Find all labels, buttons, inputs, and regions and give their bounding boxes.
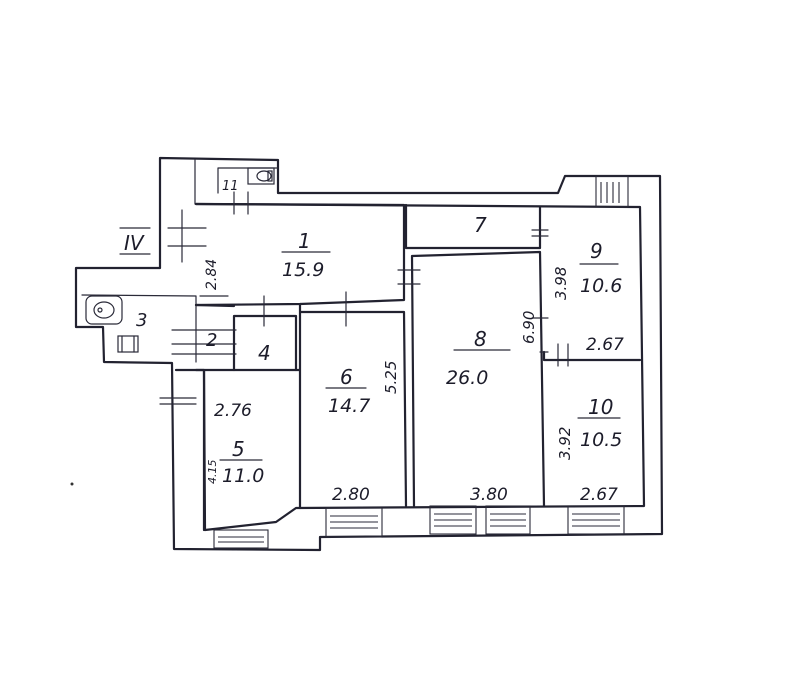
area-fraction-bars	[219, 251, 621, 461]
window-bottom-room-8-right	[485, 505, 531, 535]
dimension-room10-depth: 3.92	[556, 427, 574, 460]
room-number-5: 5	[232, 437, 245, 461]
dimension-room8-width: 3.80	[470, 485, 508, 505]
dimension-room8-depth: 6.90	[520, 311, 538, 344]
room-number-11: 11	[222, 179, 239, 194]
dimension-room10-width: 2.67	[580, 485, 618, 505]
room-number-2: 2	[206, 330, 217, 351]
room-7-walls	[404, 203, 542, 250]
window-bottom-room-5	[213, 529, 269, 549]
window-top-right	[595, 175, 629, 208]
dimension-room6-width: 2.80	[332, 485, 370, 505]
room-8-walls	[410, 250, 546, 508]
room-numbers: 1 2 3 4 5 6 7 8 9 10 11	[136, 179, 613, 461]
room-number-7: 7	[474, 213, 487, 237]
room-area-10: 10.5	[580, 429, 622, 451]
window-bottom-room-6	[325, 507, 383, 538]
bath-fixture	[85, 295, 139, 353]
room-area-6: 14.7	[328, 395, 370, 417]
dimension-room9-width: 2.67	[586, 335, 624, 355]
room-1-walls	[194, 202, 406, 307]
floor-marker: IV	[124, 231, 145, 255]
door-ticks	[159, 191, 569, 405]
room-number-1: 1	[298, 229, 311, 253]
windows	[213, 175, 629, 549]
room-9-10-walls	[542, 350, 642, 362]
window-bottom-room-10	[567, 505, 625, 535]
walls	[74, 156, 664, 552]
room-number-9: 9	[590, 239, 603, 263]
dimension-room9-depth: 3.98	[552, 267, 570, 300]
room-area-5: 11.0	[222, 465, 264, 487]
room-number-8: 8	[474, 327, 487, 351]
dimension-room1-depth: 2.84	[204, 259, 220, 290]
dimension-room6-depth: 5.25	[382, 361, 400, 394]
dimensions: 2.84 2.76 4.15 5.25 2.80 6.90 3.80 3.98 …	[204, 259, 624, 505]
room-areas: 15.9 11.0 14.7 26.0 10.6 10.5	[222, 259, 622, 487]
room-2-walls	[194, 303, 236, 532]
room-6-walls	[294, 302, 408, 510]
dimension-room5-depth: 4.15	[206, 460, 219, 485]
room-number-4: 4	[258, 341, 271, 365]
window-bottom-room-8-left	[429, 505, 477, 535]
room-number-6: 6	[340, 365, 353, 389]
dimension-room5-width: 2.76	[214, 401, 252, 421]
toilet-fixture	[247, 167, 275, 185]
room-area-8: 26.0	[446, 367, 488, 389]
outer-wall	[74, 156, 664, 552]
room-area-1: 15.9	[282, 259, 324, 281]
room-area-9: 10.6	[580, 275, 622, 297]
stray-mark	[70, 482, 74, 486]
room-3-wall	[81, 294, 197, 363]
room-number-10: 10	[588, 395, 613, 419]
room-number-3: 3	[136, 310, 147, 331]
